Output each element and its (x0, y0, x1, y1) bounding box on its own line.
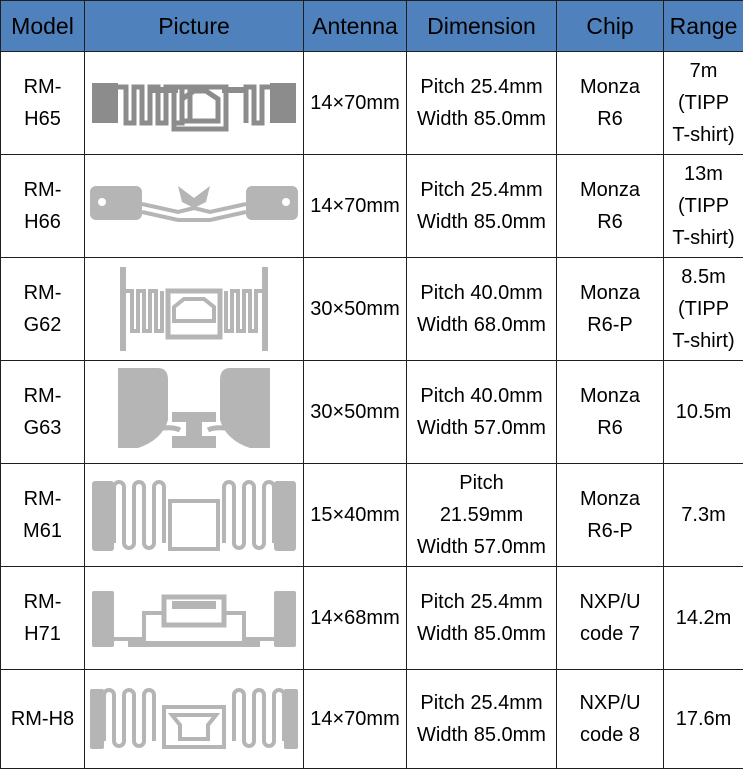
chip-cell: NXP/U code 8 (557, 670, 664, 769)
table-row: RM-H8 14×70mm Pitch 25.4mm Width 85.0mm … (1, 670, 743, 769)
model-cell: RM- H65 (1, 52, 85, 155)
dimension-cell: Pitch 21.59mm Width 57.0mm (407, 464, 557, 567)
picture-cell (85, 361, 304, 464)
model-cell: RM- G63 (1, 361, 85, 464)
chip-name: Monza R6 (557, 71, 663, 135)
rfid-inlay-h65-icon (88, 69, 300, 137)
header-range: Range (664, 1, 743, 52)
chip-name: NXP/U code 7 (557, 586, 663, 650)
table-row: RM- G62 30×50mm Pitch 40.0mm Width 68.0m… (1, 258, 743, 361)
model-cell: RM-H8 (1, 670, 85, 769)
range-cell: 10.5m (664, 361, 743, 464)
dimension-value: Pitch 25.4mm Width 85.0mm (407, 687, 556, 751)
model-cell: RM- G62 (1, 258, 85, 361)
range-value: 8.5m (TIPP T-shirt) (664, 261, 743, 357)
dimension-value: Pitch 25.4mm Width 85.0mm (407, 71, 556, 135)
antenna-size: 15×40mm (304, 499, 406, 531)
table-row: RM- H65 14×70mm Pitch 25.4mm Width 85.0m… (1, 52, 743, 155)
picture-cell (85, 155, 304, 258)
chip-name: NXP/U code 8 (557, 687, 663, 751)
header-chip: Chip (557, 1, 664, 52)
header-picture: Picture (85, 1, 304, 52)
range-value: 7.3m (664, 499, 743, 531)
header-antenna: Antenna (304, 1, 407, 52)
model-name: RM- H66 (1, 174, 84, 238)
dimension-value: Pitch 25.4mm Width 85.0mm (407, 586, 556, 650)
range-value: 7m (TIPP T-shirt) (664, 55, 743, 151)
antenna-cell: 14×70mm (304, 155, 407, 258)
table-row: RM- M61 15×40mm Pitch 21.59mm Width 57.0… (1, 464, 743, 567)
model-name: RM- G62 (1, 277, 84, 341)
chip-name: Monza R6 (557, 174, 663, 238)
chip-cell: Monza R6-P (557, 464, 664, 567)
range-value: 17.6m (664, 703, 743, 735)
dimension-value: Pitch 40.0mm Width 57.0mm (407, 380, 556, 444)
picture-cell (85, 670, 304, 769)
picture-cell (85, 464, 304, 567)
rfid-inlay-h66-icon (88, 172, 300, 240)
antenna-size: 14×70mm (304, 87, 406, 119)
chip-cell: Monza R6 (557, 361, 664, 464)
range-cell: 14.2m (664, 567, 743, 670)
antenna-size: 14×68mm (304, 602, 406, 634)
model-name: RM- H65 (1, 71, 84, 135)
range-cell: 8.5m (TIPP T-shirt) (664, 258, 743, 361)
antenna-size: 30×50mm (304, 396, 406, 428)
antenna-size: 30×50mm (304, 293, 406, 325)
antenna-cell: 14×70mm (304, 52, 407, 155)
dimension-cell: Pitch 40.0mm Width 57.0mm (407, 361, 557, 464)
range-cell: 7m (TIPP T-shirt) (664, 52, 743, 155)
header-dimension: Dimension (407, 1, 557, 52)
range-value: 10.5m (664, 396, 743, 428)
rfid-inlay-m61-icon (88, 473, 300, 557)
table-header-row: Model Picture Antenna Dimension Chip Ran… (1, 1, 743, 52)
dimension-value: Pitch 25.4mm Width 85.0mm (407, 174, 556, 238)
chip-name: Monza R6-P (557, 483, 663, 547)
rfid-inlay-h8-icon (88, 681, 300, 757)
model-cell: RM- M61 (1, 464, 85, 567)
picture-cell (85, 567, 304, 670)
antenna-cell: 30×50mm (304, 258, 407, 361)
antenna-cell: 14×68mm (304, 567, 407, 670)
chip-name: Monza R6-P (557, 277, 663, 341)
table-row: RM- H71 14×68mm Pitch 25.4mm Width 85.0m… (1, 567, 743, 670)
rfid-inlay-h71-icon (88, 583, 300, 653)
dimension-cell: Pitch 40.0mm Width 68.0mm (407, 258, 557, 361)
chip-cell: Monza R6 (557, 52, 664, 155)
picture-cell (85, 52, 304, 155)
dimension-cell: Pitch 25.4mm Width 85.0mm (407, 52, 557, 155)
range-value: 13m (TIPP T-shirt) (664, 158, 743, 254)
antenna-cell: 30×50mm (304, 361, 407, 464)
model-name: RM- M61 (1, 483, 84, 547)
chip-cell: Monza R6-P (557, 258, 664, 361)
dimension-cell: Pitch 25.4mm Width 85.0mm (407, 670, 557, 769)
antenna-cell: 15×40mm (304, 464, 407, 567)
model-name: RM- H71 (1, 586, 84, 650)
antenna-cell: 14×70mm (304, 670, 407, 769)
antenna-size: 14×70mm (304, 190, 406, 222)
range-cell: 17.6m (664, 670, 743, 769)
range-value: 14.2m (664, 602, 743, 634)
model-cell: RM- H66 (1, 155, 85, 258)
dimension-value: Pitch 40.0mm Width 68.0mm (407, 277, 556, 341)
table-row: RM- G63 30×50mm Pitch 40.0mm Width 57.0m… (1, 361, 743, 464)
dimension-cell: Pitch 25.4mm Width 85.0mm (407, 155, 557, 258)
chip-cell: Monza R6 (557, 155, 664, 258)
header-model: Model (1, 1, 85, 52)
chip-cell: NXP/U code 7 (557, 567, 664, 670)
rfid-inlay-g63-icon (88, 364, 300, 460)
dimension-value: Pitch 21.59mm Width 57.0mm (407, 467, 556, 563)
model-name: RM- G63 (1, 380, 84, 444)
range-cell: 13m (TIPP T-shirt) (664, 155, 743, 258)
picture-cell (85, 258, 304, 361)
chip-name: Monza R6 (557, 380, 663, 444)
antenna-size: 14×70mm (304, 703, 406, 735)
dimension-cell: Pitch 25.4mm Width 85.0mm (407, 567, 557, 670)
table-row: RM- H66 14×70mm Pitch 25.4mm Width 85.0m… (1, 155, 743, 258)
model-name: RM-H8 (1, 703, 84, 735)
model-cell: RM- H71 (1, 567, 85, 670)
rfid-inlay-g62-icon (88, 263, 300, 355)
range-cell: 7.3m (664, 464, 743, 567)
